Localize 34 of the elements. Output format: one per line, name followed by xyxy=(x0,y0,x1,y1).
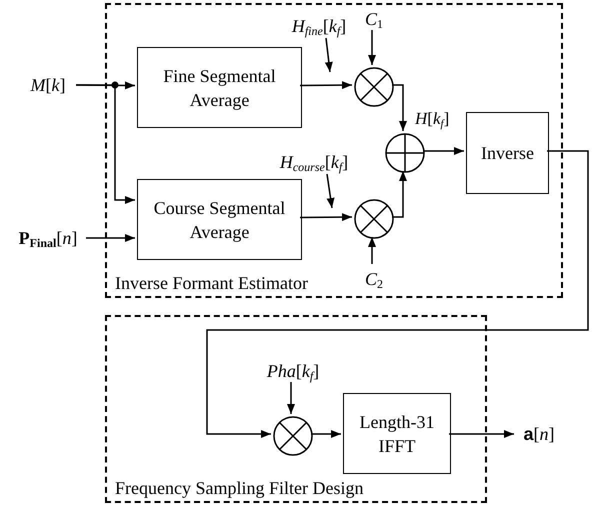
arrow xyxy=(392,171,407,218)
arrow xyxy=(76,84,135,204)
arrow xyxy=(423,147,464,155)
arrow xyxy=(86,234,135,242)
multiplier-circle xyxy=(354,199,394,239)
arrow xyxy=(368,237,376,264)
arrow xyxy=(368,30,376,65)
arrow xyxy=(311,430,341,438)
signal-label: Pha[k$_{f}$] xyxy=(266,360,320,382)
edge-label: H[k$_{f}$] xyxy=(415,108,450,130)
arrow xyxy=(449,430,514,438)
signal-label: a[n] xyxy=(523,423,554,445)
arrow xyxy=(392,84,407,131)
arrow xyxy=(287,382,295,414)
dashed-group-box xyxy=(105,315,487,503)
signal-label: H$_{fine}$[k$_{f}$] xyxy=(292,15,346,37)
process-box: Length-31 IFFT xyxy=(343,393,451,474)
signal-label: P$_{Final}$[n] xyxy=(18,227,78,249)
leader-arrow xyxy=(326,174,334,208)
adder-circle xyxy=(385,133,425,173)
arrow xyxy=(206,150,589,438)
process-box: Course Segmental Average xyxy=(137,179,302,260)
process-box: Fine Segmental Average xyxy=(137,47,302,128)
process-box: Inverse xyxy=(466,112,549,194)
leader-arrow xyxy=(324,38,333,72)
arrow xyxy=(300,81,352,90)
signal-label: C$_{1}$ xyxy=(364,8,383,30)
dashed-group-box xyxy=(105,3,563,298)
multiplier-circle xyxy=(354,67,394,107)
signal-label: C$_{2}$ xyxy=(364,268,383,290)
signal-label: M[k] xyxy=(30,74,66,96)
multiplier-circle xyxy=(273,416,313,456)
arrow xyxy=(300,213,352,222)
signal-label: H$_{course}$[k$_{f}$] xyxy=(280,151,348,173)
